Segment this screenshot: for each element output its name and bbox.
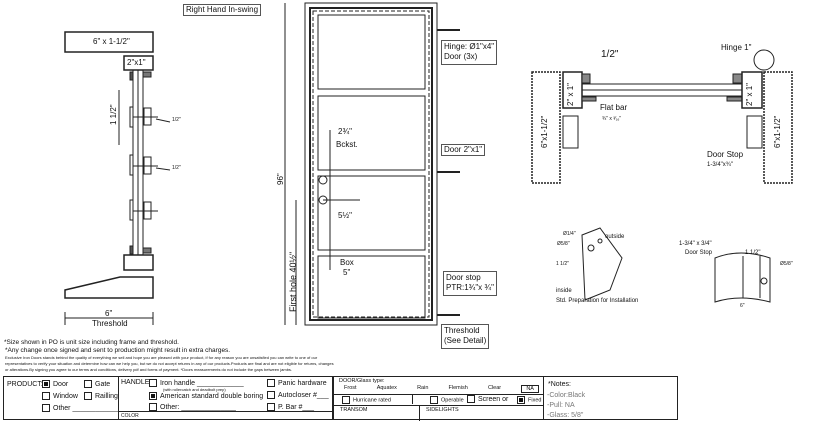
operable-checkbox[interactable]: Operable [430,396,464,404]
prep-caption: Std. Preparation for Installation [556,298,639,304]
fixed-checkbox[interactable]: Fixed [517,396,541,404]
note-glass: -Glass: 5/8" [547,412,584,419]
product-window-checkbox[interactable]: Window [42,392,78,400]
note-policy-2: representatives to verify your situation… [5,361,334,366]
note-color: -Color:Black [547,392,586,399]
head-frame-label: 2"x1" [127,58,146,67]
threshold-profile [64,276,154,299]
threshold-callout-line2: (See Detail) [444,336,487,346]
door-stop-label: Door Stop [707,150,744,159]
prep-d58: Ø5/8" [557,241,570,247]
color-section: COLOR [118,411,333,420]
hole-spacing-dim: 5½" [338,211,352,220]
jamb-left-label: 6"x1-1/2" [540,115,549,148]
product-door-checkbox[interactable]: Door [42,380,68,388]
glass-dim-label: 1 1/2" [109,104,118,125]
glass-clear[interactable]: Clear [487,385,502,391]
first-hole-dim: First hole 40½" [288,251,298,312]
product-railling-checkbox[interactable]: Railling [84,392,118,400]
glass-type-options: Frost Aquatex Rain Flemish Clear NA [344,385,539,393]
stop-detail-width: 6" [740,303,745,309]
handle-iron-checkbox[interactable]: Iron handle ____________ [149,379,244,387]
swing-label: Right Hand In-swing [183,4,262,16]
glass-frost[interactable]: Frost [344,385,357,391]
transom-label: TRANSOM [340,407,368,413]
flat-bar-label: Flat bar [600,103,628,112]
hinge-callout-line1: Hinge: Ø1"x4" [444,42,495,51]
frame-left-label: 2" x 1" [566,82,575,106]
dim-half-1: 1/2" [172,117,181,123]
product-other-checkbox[interactable]: Other ____________ [42,404,119,412]
product-gate-checkbox[interactable]: Gate [84,380,110,388]
prep-inside: inside [556,288,572,294]
panic-hardware-checkbox[interactable]: Panic hardware [267,379,327,387]
stop-detail-hole: Ø5/8" [780,261,793,267]
hinge-callout-line2: Door (3x) [444,52,478,62]
stop-detail-offset: 1 1/2" [745,250,761,256]
glass-gap-label: 1/2" [601,49,619,60]
note-size: *Size shown in PO is unit size including… [4,339,179,346]
threshold-callout-line1: Threshold [444,326,480,335]
backset-label: Bckst. [336,140,358,149]
sidelights-label: SIDELIGHTS [426,407,459,413]
threshold-label: Threshold [92,319,128,328]
glass-type-label: DOOR/Glass type: [339,378,385,384]
door-stop-size: 1-3/4"x¾" [707,162,733,168]
backset-dim: 2¾" [338,127,352,136]
prep-offset: 1 1/2" [556,261,569,267]
door-frame [304,2,438,326]
flat-bar-size: ¾" x ³⁄₁₆" [602,116,622,122]
glass-na-selected[interactable]: NA [521,385,539,393]
door-stop-line2: PTR:1¾"x ¾" [446,283,494,293]
door-stop-line1: Door stop [446,273,481,282]
head-jamb-label: 6" x 1-1/2" [93,37,130,46]
glass-section: DOOR/Glass type: Frost Aquatex Rain Flem… [333,376,544,421]
height-dim: 96" [276,173,285,185]
prep-d14: Ø1/4" [563,231,576,237]
handle-iron-note: (with rollercatch and deadbolt prep) [163,387,226,392]
handle-label: HANDLE [121,379,150,386]
note-pull: -Pull: NA [547,402,575,409]
note-policy-1: Exclusive Iron Doors stands behind the q… [5,355,318,360]
handle-section: HANDLE Iron handle ____________ (with ro… [118,376,333,412]
head-jamb-section [64,31,154,53]
handle-other-checkbox[interactable]: Other: ______________ [149,403,236,411]
notes-title: *Notes: [548,381,571,388]
jamb-right-label: 6"x1-1/2" [773,115,782,148]
box-size: 5" [343,268,351,277]
stop-detail-label2: Door Stop [685,250,713,256]
hinge-callout: Hinge: Ø1"x4"Door (3x) [441,40,498,65]
glass-aquatex[interactable]: Aquatex [376,385,397,391]
threshold-callout: Threshold(See Detail) [441,324,490,349]
dim-half-2: 1/2" [172,165,181,171]
screen-checkbox[interactable]: Screen or [467,395,508,403]
prep-outside: outside [605,234,625,240]
product-section: PRODUCT: Door Gate Window Railling Other… [3,376,119,420]
notes-section: *Notes: -Color:Black -Pull: NA -Glass: 5… [543,376,678,420]
glass-flemish[interactable]: Flemish [448,385,468,391]
color-label: COLOR [121,413,139,419]
pbar-checkbox[interactable]: P. Bar #___ [267,403,314,411]
handle-american-checkbox[interactable]: American standard double boring [149,392,263,400]
stop-detail-label1: 1-3/4" x 3/4" [679,241,712,247]
product-label: PRODUCT: [7,381,43,388]
autocloser-checkbox[interactable]: Autocloser #___ [267,391,329,399]
hurricane-checkbox[interactable]: Hurricane rated [342,396,391,404]
box-label: Box [340,258,354,267]
frame-right-label: 2" x 1" [745,82,754,106]
door-frame-callout: Door 2"x1" [441,144,486,156]
hinge-plan-label: Hinge 1" [721,43,752,52]
threshold-width: 6" [105,309,113,318]
note-policy-3: or alterations.By signing you agree to o… [5,367,293,372]
glass-rain[interactable]: Rain [417,385,429,391]
note-change: *Any change once signed and sent to prod… [5,347,231,354]
